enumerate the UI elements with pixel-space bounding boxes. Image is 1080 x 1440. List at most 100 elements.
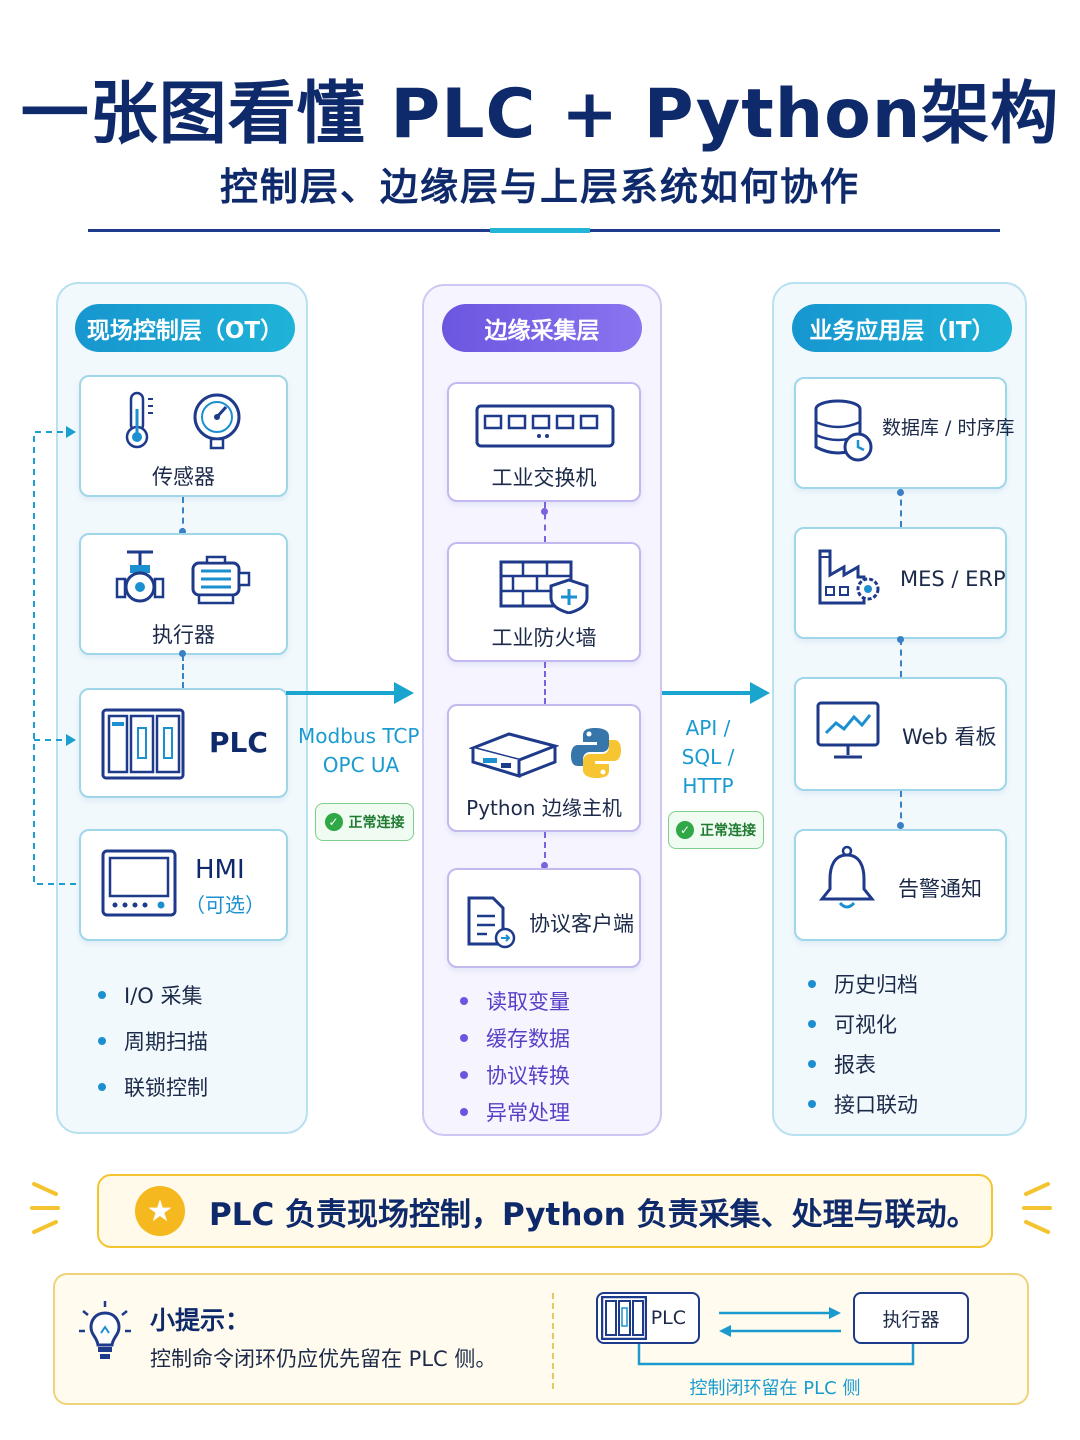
star-icon: ★ [135,1186,185,1236]
list-item: 联锁控制 [98,1064,208,1110]
bidirectional-arrows [719,1307,841,1337]
protocol-client-label: 协议客户端 [529,912,634,936]
status-badge: ✓正常连接 [315,803,414,841]
status-badge: ✓正常连接 [668,811,764,849]
web-dashboard-card[interactable]: Web 看板 [794,677,1007,791]
list-item: 缓存数据 [460,1019,570,1056]
connector-dot [897,489,904,496]
edge-feature-list: 读取变量 缓存数据 协议转换 异常处理 [460,982,570,1130]
check-icon: ✓ [676,821,694,839]
mes-erp-card[interactable]: MES / ERP [794,527,1007,639]
connector-dot [897,636,904,643]
connector-line [544,502,546,542]
connector-line [544,662,546,704]
industrial-switch-card[interactable]: 工业交换机 [447,382,641,502]
firewall-shield-icon [499,560,589,614]
industrial-firewall-card[interactable]: 工业防火墙 [447,542,641,662]
it-layer-panel: 业务应用层（IT） 数据库 / 时序库 MES / ERP [772,282,1027,1136]
list-item: 协议转换 [460,1056,570,1093]
list-item: 读取变量 [460,982,570,1019]
python-edge-host-card[interactable]: Python 边缘主机 [447,704,641,832]
protocol-label-left: Modbus TCP / OPC UA [298,724,433,777]
valve-icon [115,550,165,603]
web-dashboard-label: Web 看板 [902,725,997,749]
edge-layer-panel: 边缘采集层 工业交换机 工业防火墙 [422,284,662,1136]
tip-box: 小提示： 控制命令闭环仍应优先留在 PLC 侧。 PLC 执行器 控制闭环留在 … [53,1273,1029,1405]
it-layer-header: 业务应用层（IT） [792,304,1012,352]
plc-rack-icon [101,708,185,780]
list-item: I/O 采集 [98,972,208,1018]
python-host-label: Python 边缘主机 [466,796,622,820]
mini-actuator-box: 执行器 [853,1292,969,1344]
thermometer-icon [125,391,153,449]
hmi-label: HMI [195,855,245,885]
list-item: 历史归档 [808,964,918,1004]
connector-line [544,832,546,868]
bell-icon [818,845,876,909]
alarm-label: 告警通知 [898,877,982,901]
edge-box-icon [469,732,559,779]
page-subtitle: 控制层、边缘层与上层系统如何协作 [219,165,860,209]
connector-line [182,497,184,534]
factory-gear-icon [818,549,880,605]
control-loop-bracket [637,1344,915,1366]
feedback-loop-line [33,426,76,885]
connector-dot [541,508,548,515]
database-card[interactable]: 数据库 / 时序库 [794,377,1014,489]
hmi-screen-icon [101,849,177,917]
mes-erp-label: MES / ERP [900,567,1006,591]
database-label: 数据库 / 时序库 [882,417,1015,439]
list-item: 周期扫描 [98,1018,208,1064]
protocol-client-card[interactable]: 协议客户端 [447,868,641,968]
list-item: 可视化 [808,1004,918,1044]
control-loop-caption: 控制闭环留在 PLC 侧 [689,1378,861,1399]
spark-lines-left-icon [30,1182,60,1234]
list-item: 异常处理 [460,1093,570,1130]
summary-banner: ★ PLC 负责现场控制，Python 负责采集、处理与联动。 [97,1174,993,1248]
hmi-optional-note: （可选） [185,893,265,917]
actuator-label: 执行器 [152,623,215,647]
switch-label: 工业交换机 [491,466,597,490]
ot-layer-panel: 现场控制层（OT） 传感器 [56,282,308,1134]
firewall-label: 工业防火墙 [491,626,597,650]
sensor-label: 传感器 [152,465,215,489]
arrow-edge-to-it [662,682,770,704]
connector-dot [179,528,186,535]
actuator-card[interactable]: 执行器 [79,533,288,655]
plc-label: PLC [209,726,268,759]
pressure-gauge-icon [193,393,241,450]
title-underline-accent [490,228,590,233]
protocol-label-right: API / SQL / HTTP [681,716,735,798]
plc-card[interactable]: PLC [79,688,288,798]
plc-rack-icon [601,1296,647,1340]
connector-dot [179,650,186,657]
ot-layer-header: 现场控制层（OT） [75,304,295,352]
sensor-card[interactable]: 传感器 [79,375,288,497]
python-logo-icon [571,728,621,778]
spark-lines-right-icon [1022,1182,1052,1234]
hmi-card[interactable]: HMI （可选） [79,829,288,941]
connector-dot [897,822,904,829]
check-icon: ✓ [324,813,343,831]
arrow-ot-to-edge [286,682,414,704]
list-item: 报表 [808,1044,918,1084]
network-switch-icon [475,404,615,448]
alarm-notify-card[interactable]: 告警通知 [794,829,1007,941]
connector-line [900,791,902,829]
list-item: 接口联动 [808,1084,918,1124]
tip-title: 小提示： [150,1306,251,1335]
summary-text: PLC 负责现场控制，Python 负责采集、处理与联动。 [209,1196,978,1233]
tip-text: 控制命令闭环仍应优先留在 PLC 侧。 [150,1347,497,1371]
monitor-chart-icon [816,701,880,759]
it-feature-list: 历史归档 可视化 报表 接口联动 [808,964,918,1124]
connector-line [900,639,902,677]
edge-layer-header: 边缘采集层 [442,304,642,352]
database-clock-icon [814,399,873,462]
ot-feature-list: I/O 采集 周期扫描 联锁控制 [98,972,208,1110]
tip-divider [552,1293,554,1389]
connector-dot [541,862,548,869]
connector-line [900,489,902,527]
page-title: 一张图看懂 PLC + Python架构 [20,75,1060,154]
protocol-document-icon [467,896,516,949]
motor-icon [191,555,251,605]
